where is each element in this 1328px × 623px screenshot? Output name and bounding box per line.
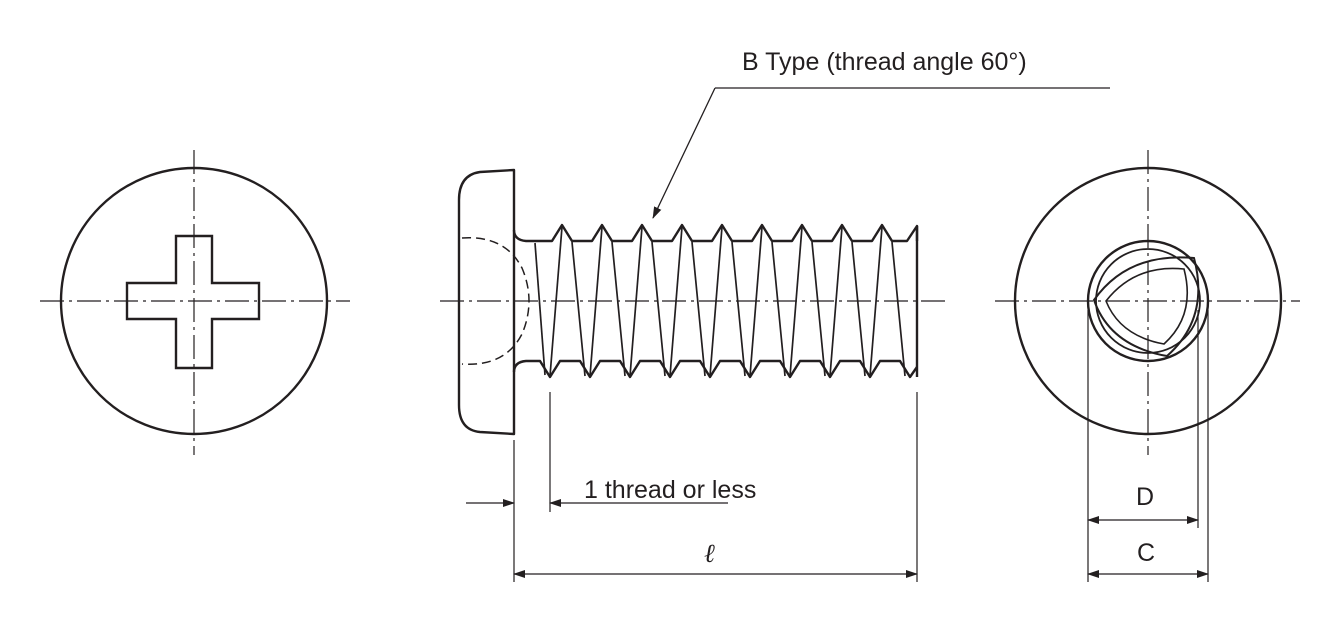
right-center-lines (995, 150, 1300, 455)
head-fillet-top (512, 229, 535, 243)
phillips-cross-recess (125, 234, 261, 370)
extension-lines (513, 392, 918, 582)
end-view-extension-lines (1087, 310, 1209, 582)
trilobular-point-inner (1105, 267, 1189, 345)
thread-crest-bottom (535, 359, 918, 379)
thread-crest-top (535, 223, 919, 243)
thread-rule-label: 1 thread or less (584, 476, 757, 504)
left-center-lines (40, 150, 350, 455)
thread-type-leader (652, 87, 1110, 219)
thread-type-label: B Type (thread angle 60°) (742, 48, 1027, 76)
screw-side-view (457, 168, 919, 436)
trilobular-point-outer (1092, 256, 1200, 358)
screw-head-profile (457, 168, 516, 436)
head-fillet-bottom (512, 359, 535, 373)
dim-d-label: D (1136, 483, 1155, 511)
dim-c-label: C (1137, 539, 1156, 567)
length-label: ℓ (704, 539, 715, 569)
